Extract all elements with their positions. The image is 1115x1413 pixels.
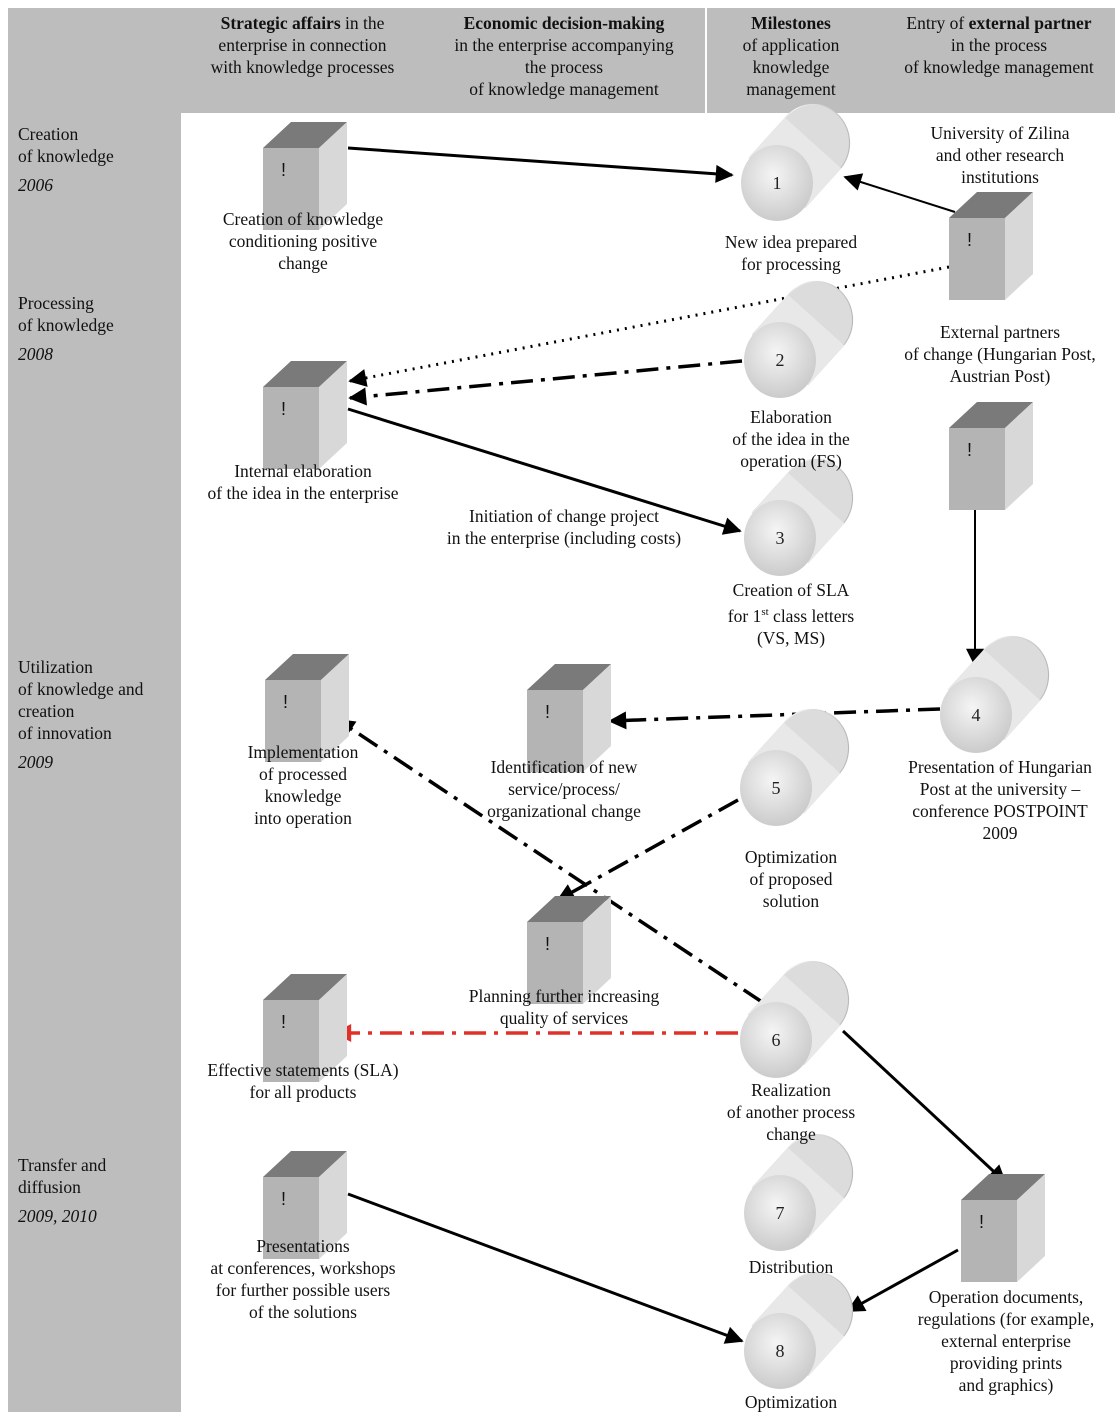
milestone-number: 1 [773, 173, 782, 193]
cube-exclamation-mark: ! [545, 702, 550, 722]
milestone-3: 3 [744, 458, 854, 576]
milestone-2: 2 [744, 280, 854, 398]
milestone-1: 1 [741, 103, 851, 221]
cube-exclamation-mark: ! [967, 440, 972, 460]
cube-exclamation-mark: ! [967, 230, 972, 250]
header-milestones: Milestones of application knowledge mana… [742, 13, 840, 99]
header-external-partner: Entry of external partner in the process… [904, 13, 1094, 77]
arrow-5-to-planning [556, 798, 739, 902]
milestone-7: 7 [744, 1133, 854, 1251]
arrow-2-to-internal [348, 359, 743, 406]
header-separator [705, 8, 707, 113]
milestone-8: 8 [744, 1271, 854, 1389]
arrow-university-to-1 [843, 173, 956, 213]
cube-effective-statements: ! [263, 974, 347, 1082]
arrow-6-to-implementation [336, 718, 763, 1004]
header-strategic-affairs: Strategic affairs in the enterprise in c… [210, 13, 395, 77]
cube-exclamation-mark: ! [979, 1212, 984, 1232]
arrow-presentations-to-8 [347, 1192, 744, 1344]
cube-exclamation-mark: ! [281, 1012, 286, 1032]
phase-sidebar [8, 113, 181, 1412]
milestone-4: 4 [940, 635, 1050, 753]
label-optimization: Optimization [744, 1392, 838, 1412]
milestone-5: 5 [740, 708, 850, 826]
label-effective-statements: Effective statements (SLA)for all produc… [207, 1060, 399, 1102]
cube-planning: ! [527, 896, 611, 1004]
cube-university: ! [949, 192, 1033, 300]
cube-exclamation-mark: ! [545, 934, 550, 954]
cube-presentations: ! [263, 1151, 347, 1259]
cube-internal-elaboration: ! [263, 361, 347, 469]
milestone-number: 8 [776, 1341, 785, 1361]
arrow-creation-to-1 [347, 146, 734, 183]
cube-identification: ! [527, 664, 611, 772]
arrow-4-to-identification [608, 707, 941, 730]
cube-operation-documents: ! [961, 1174, 1045, 1282]
arrow-university-to-internal [348, 265, 950, 387]
header-band [8, 8, 1115, 113]
cube-implementation: ! [265, 654, 349, 762]
cube-exclamation-mark: ! [283, 692, 288, 712]
label-distribution: Distribution [748, 1257, 834, 1277]
label-operation-documents: Operation documents,regulations (for exa… [917, 1287, 1095, 1395]
arrow-internal-to-3 [347, 407, 742, 535]
milestone-number: 7 [776, 1203, 785, 1223]
milestone-number: 6 [772, 1030, 781, 1050]
label-sla-creation: Creation of SLA for 1st class letters (V… [727, 580, 855, 648]
milestone-number: 3 [776, 528, 785, 548]
milestone-6: 6 [740, 960, 850, 1078]
milestone-number: 5 [772, 778, 781, 798]
arrow-operation-to-8 [846, 1248, 959, 1313]
cube-exclamation-mark: ! [281, 160, 286, 180]
milestone-number: 4 [972, 705, 981, 725]
cube-exclamation-mark: ! [281, 399, 286, 419]
cube-creation-knowledge: ! [263, 122, 347, 230]
milestone-number: 2 [776, 350, 785, 370]
cube-external-partners: ! [949, 402, 1033, 510]
cube-exclamation-mark: ! [281, 1189, 286, 1209]
header-economic-decision: Economic decision-making in the enterpri… [454, 13, 674, 99]
arrow-6-to-operation [841, 1029, 1007, 1184]
